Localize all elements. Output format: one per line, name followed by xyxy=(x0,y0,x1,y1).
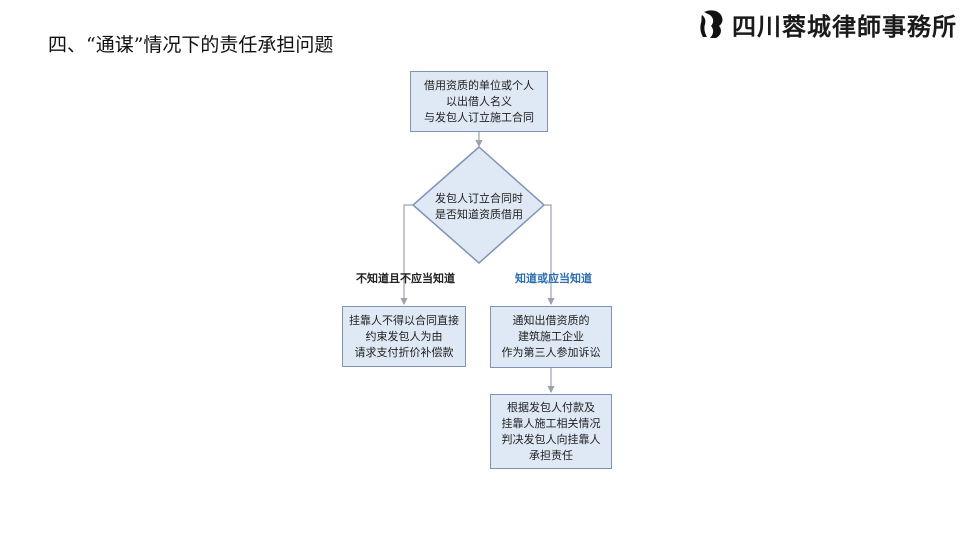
decision-text: 发包人订立合同时 是否知道资质借用 xyxy=(435,192,523,221)
start-box: 借用资质的单位或个人 以出借人名义 与发包人订立施工合同 xyxy=(410,71,548,132)
right-result-box: 根据发包人付款及 挂靠人施工相关情况 判决发包人向挂靠人 承担责任 xyxy=(490,394,612,469)
start-box-text: 借用资质的单位或个人 以出借人名义 与发包人订立施工合同 xyxy=(424,78,534,124)
branch-label-left: 不知道且不应当知道 xyxy=(356,272,455,285)
connector-decision-left xyxy=(400,204,413,306)
firm-logo-icon xyxy=(700,10,723,38)
right-result-text: 根据发包人付款及 挂靠人施工相关情况 判决发包人向挂靠人 承担责任 xyxy=(501,400,601,462)
right-step-text: 通知出借资质的 建筑施工企业 作为第三人参加诉讼 xyxy=(501,314,601,359)
left-result-box: 挂靠人不得以合同直接 约束发包人为由 请求支付折价补偿款 xyxy=(342,306,466,367)
left-result-text: 挂靠人不得以合同直接 约束发包人为由 请求支付折价补偿款 xyxy=(349,313,459,359)
branch-label-right: 知道或应当知道 xyxy=(515,272,592,285)
firm-logo-text: 四川蓉城律師事務所 xyxy=(732,11,957,41)
firm-logo: 四川蓉城律師事務所 xyxy=(700,8,957,41)
right-step-box: 通知出借资质的 建筑施工企业 作为第三人参加诉讼 xyxy=(490,306,612,368)
slide-title: 四、“通谋”情况下的责任承担问题 xyxy=(48,34,334,56)
decision-diamond xyxy=(411,145,546,265)
connector-decision-right xyxy=(544,204,555,306)
